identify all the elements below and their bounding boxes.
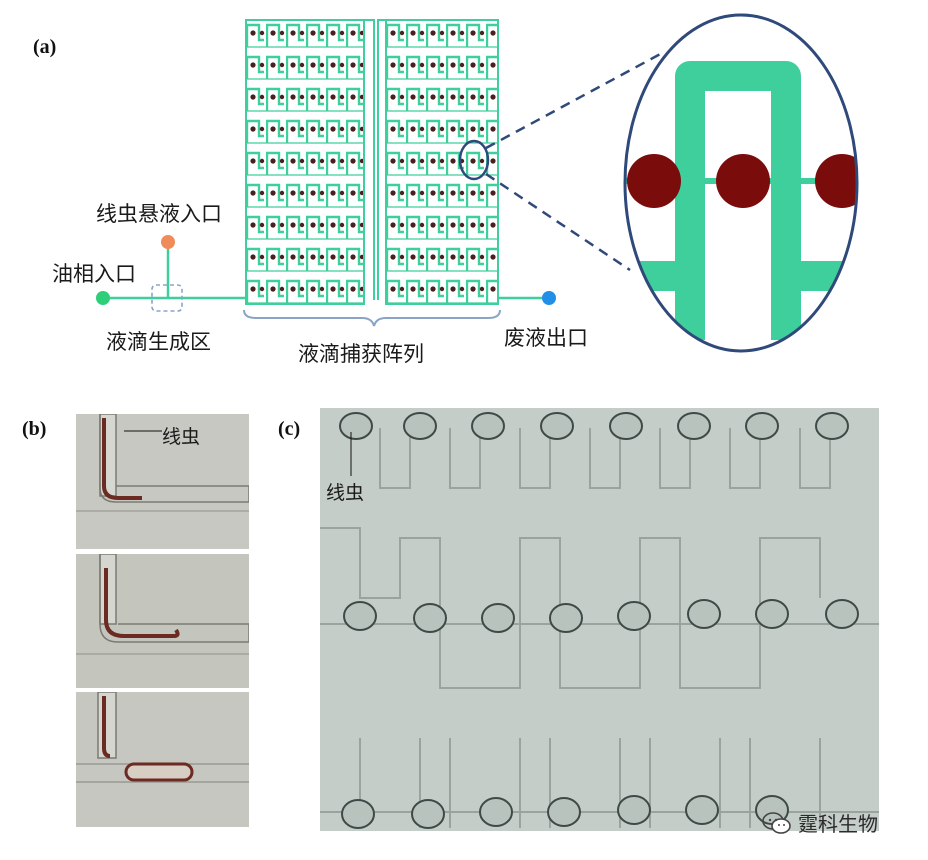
waste-outlet-port	[542, 291, 556, 305]
zoomed-trap-view	[625, 15, 857, 351]
panel-b-frame-2	[76, 554, 249, 688]
zoom-ring	[623, 13, 859, 353]
waste-outlet-label: 废液出口	[504, 326, 588, 350]
trap-array-left	[246, 20, 364, 304]
worm-inlet-port	[161, 235, 175, 249]
worm-inlet-label: 线虫悬液入口	[96, 202, 222, 226]
worm-b2	[104, 568, 180, 638]
zoom-source-marker	[458, 139, 490, 181]
droplet-b3	[124, 762, 194, 782]
panel-c-photo	[320, 408, 879, 831]
panel-label-a: (a)	[33, 36, 57, 58]
droplets-row-2	[343, 599, 859, 633]
generation-zone-label: 液滴生成区	[106, 330, 211, 354]
trap-array-label: 液滴捕获阵列	[298, 342, 424, 366]
panel-c-worm-label: 线虫	[326, 482, 365, 504]
trap-array-right	[386, 20, 498, 304]
oil-inlet-label: 油相入口	[52, 262, 136, 286]
watermark: 霆科生物	[762, 808, 878, 837]
panel-label-b: (b)	[22, 418, 47, 440]
watermark-text: 霆科生物	[798, 812, 878, 836]
droplets-row-1	[339, 412, 849, 440]
trap-array-bracket	[243, 309, 501, 327]
panel-label-c: (c)	[278, 418, 301, 440]
generation-zone-box	[151, 284, 183, 312]
wechat-icon	[762, 811, 791, 834]
panel-b-frame-3	[76, 692, 249, 827]
oil-inlet-port	[96, 291, 110, 305]
panel-b-worm-label: 线虫	[162, 426, 201, 448]
panel-b-frame-1	[76, 414, 249, 549]
worm-b1	[102, 418, 142, 500]
